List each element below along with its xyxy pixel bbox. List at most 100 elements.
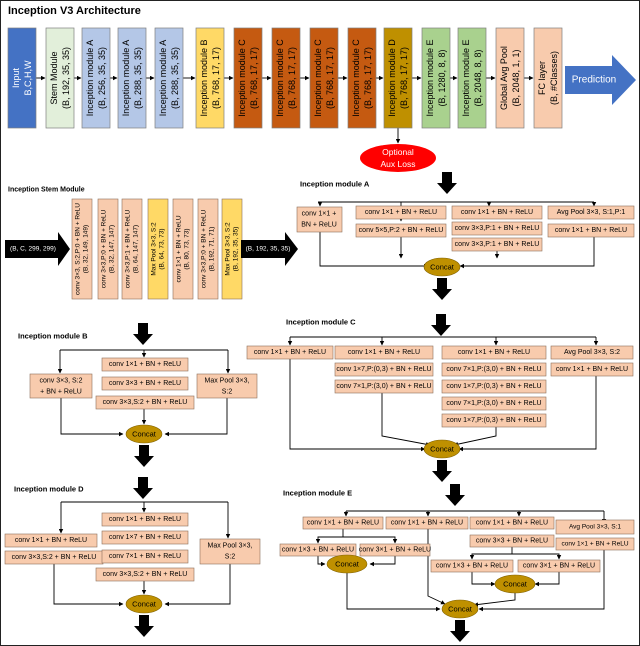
stem-block-0-op: conv 3×3, S:2,P:0 + BN + ReLU [75,203,82,295]
modD-left-to-concat [53,564,124,607]
top-block-7-shape: (B, 768, 17, 17) [287,47,297,109]
modB-left-label-1: conv 3×3, S:2 [39,378,82,385]
modC-b3a [441,345,547,360]
top-block-6-shape: (B, 768, 17, 17) [249,47,259,109]
modB-right-box [196,373,258,399]
modD-l1-label: conv 1×1 + BN + ReLU [15,537,87,544]
top-block-0 [7,27,37,129]
modE-b4a-label: Avg Pool 3×3, S:1 [569,524,621,531]
modA-b4a [547,205,635,220]
modA-b3a-label: conv 1×1 + BN + ReLU [461,209,533,216]
modC-b4b-label: conv 1×1 + BN + ReLU [556,366,628,373]
modE-b3a-label: conv 1×1 + BN + ReLU [476,520,548,527]
modD-concat [125,594,163,614]
modE-b3r [517,559,601,573]
modE-b1-label: conv 1×1 + BN + ReLU [307,520,379,527]
modE-b3l [430,559,514,573]
stem-input-label: (B, C, 299, 299) [10,246,56,253]
modA-concat [423,257,461,277]
top-block-2 [81,27,111,129]
modC-out-arrow [432,460,452,482]
modE-b1 [302,516,384,530]
stem-block-1 [97,198,119,300]
modE-inner-concat-2 [494,574,536,594]
modE-b1l [279,543,357,557]
aux-loss-ellipse [360,144,436,172]
modE-b3b [469,534,555,548]
modE-b1l-to-concat [317,556,326,567]
modB-title: Inception module B [18,332,88,341]
top-block-10-name: Inception module D [387,39,397,117]
modE-b2 [385,516,469,530]
aux-loss-label-1: Optional [382,147,414,157]
modE-out-arrow [450,620,470,642]
top-block-11-name: Inception module E [425,39,435,116]
top-block-5 [195,27,225,129]
modC-in-arrow [431,314,451,336]
top-block-4-shape: (B, 288, 35, 35) [170,47,180,109]
stem-block-4-op: conv 1×1 + BN + ReLU [176,215,183,282]
top-block-10 [383,27,413,129]
top-block-4-name: Inception module A [158,40,168,117]
modB-left-box [29,373,93,399]
modC-b1-to-concat [289,359,426,452]
top-block-14-shape: (B, #Classes) [549,51,559,105]
top-block-6-name: Inception module C [237,39,247,117]
modE-b4a [555,519,635,535]
modC-b2-to-concat [381,393,431,447]
modB-right-label-2: S:2 [222,389,233,396]
top-block-5-shape: (B, 768, 17, 17) [211,47,221,109]
modE-b3a [469,516,555,530]
modE-inner-concat-1-label: Concat [335,560,360,569]
modA-b1-label-1: conv 1×1 + [302,211,337,218]
modC-b3c-label: conv 1×7,P:(0,3) + BN + ReLU [446,383,541,390]
modE-b1r-label: conv 3×1 + BN + ReLU [359,547,431,554]
modB-m2 [101,376,189,391]
modB-right-label-1: Max Pool 3×3, [205,378,250,385]
modD-right-to-concat [164,564,231,607]
modC-b2c-label: conv 7×1,P:(3,0) + BN + ReLU [336,383,431,390]
modC-concat-label: Concat [430,445,455,454]
modC-b4a-label: Avg Pool 3×3, S:2 [564,349,620,356]
modB-concat [125,424,163,444]
top-block-4 [154,27,184,129]
modE-b3-split-r [512,553,562,560]
stem-block-4-shape: (B, 80, 73, 73) [184,228,191,269]
top-block-14 [533,27,563,129]
stem-block-2 [121,198,143,300]
modE-c2-to-concat [473,593,516,607]
modE-b1r-to-concat [369,556,396,567]
top-block-7-name: Inception module C [275,39,285,117]
modE-b4-to-concat [478,550,605,612]
modC-b3d-label: conv 7×1,P:(3,0) + BN + ReLU [446,400,541,407]
top-block-7 [271,27,301,129]
modB-left-label-2: + BN + ReLU [40,389,82,396]
modB-right-to-concat [164,398,228,437]
modD-m3 [101,549,189,564]
modA-concat-label: Concat [430,263,455,272]
modC-b4b [550,362,634,377]
modE-b3l-label: conv 1×3 + BN + ReLU [436,563,508,570]
modC-b3-to-concat [453,427,497,447]
modA-b3b [451,221,543,236]
modC-title: Inception module C [286,318,356,327]
stem-input-arrow [5,232,70,266]
modD-in-arrow [133,477,153,499]
stem-block-1-op: conv 3×3,P:0 + BN + ReLU [101,209,108,288]
stem-block-5 [197,198,219,300]
stem-block-3-shape: (B, 64, 73, 73) [159,228,166,269]
modA-b3c-label: conv 3×3,P:1 + BN + ReLU [455,241,540,248]
modA-b1-to-concat [319,232,429,269]
modA-b3b-label: conv 3×3,P:1 + BN + ReLU [455,225,540,232]
modA-b3a [451,205,543,220]
modC-b3a-label: conv 1×1 + BN + ReLU [458,349,530,356]
top-block-1 [45,27,75,129]
modC-b4a [550,345,634,360]
modE-concat-label: Concat [448,605,473,614]
stem-block-1-shape: (B, 32, 147, 147) [109,225,116,273]
modA-b2b [355,223,447,238]
top-block-12 [457,27,487,129]
modA-b1-label-2: BN + ReLU [301,222,337,229]
stem-block-6-op: Max Pool 3×3, S:2 [225,222,232,276]
